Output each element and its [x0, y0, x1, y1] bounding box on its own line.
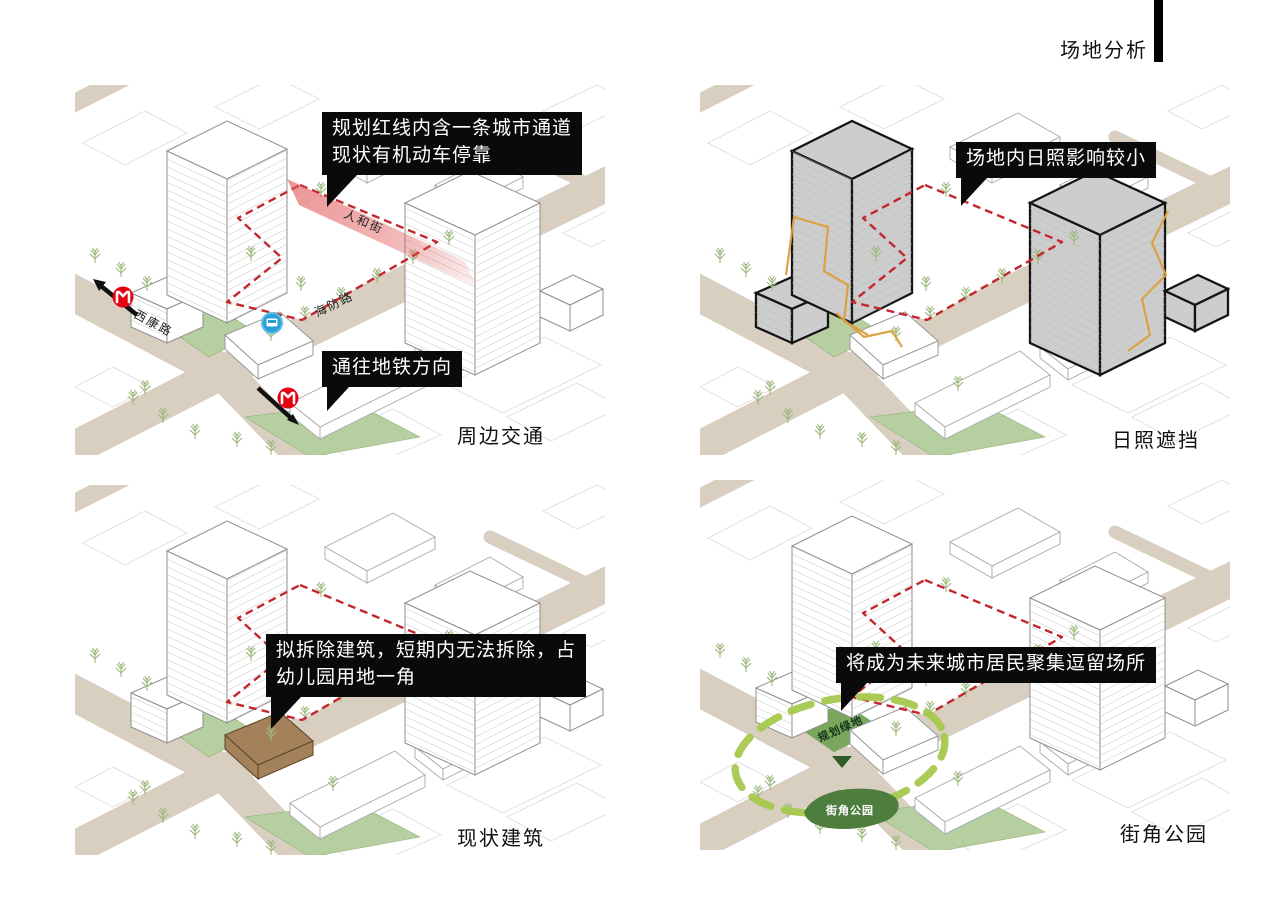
callout-tail: [327, 386, 349, 411]
callout-tail: [327, 174, 357, 207]
arrow-southeast: [256, 386, 299, 425]
callout-line: 现状有机动车停靠: [332, 144, 493, 166]
title-accent-bar: [1154, 0, 1163, 62]
metro-icon: [112, 286, 134, 308]
bus-icon: [261, 312, 283, 334]
callout-demolish: 拟拆除建筑，短期内无法拆除，占 幼儿园用地一角: [266, 634, 587, 729]
caption-park: 街角公园: [1120, 824, 1208, 846]
callout-tail: [271, 696, 301, 729]
panel-sunlight: [700, 85, 1230, 455]
callout-line: 拟拆除建筑，短期内无法拆除，占: [276, 640, 577, 661]
callout-line: 场地内日照影响较小: [966, 148, 1147, 169]
corner-park-label: 街角公园: [825, 803, 874, 817]
page-title: 场地分析: [1060, 40, 1148, 62]
callout-tail: [841, 682, 867, 711]
park-scene-drawing: 规划绿地 街角公园: [700, 480, 1230, 850]
caption-traffic: 周边交通: [457, 426, 545, 448]
callout-urban-channel: 规划红线内含一条城市通道 现状有机动车停靠: [322, 112, 583, 207]
callout-line: 规划红线内含一条城市通道: [332, 118, 573, 139]
callout-sunlight: 场地内日照影响较小: [956, 142, 1157, 206]
caption-existing: 现状建筑: [457, 828, 545, 850]
sun-shadow-traces: [784, 210, 1169, 352]
park-marker-triangle: [832, 756, 852, 768]
corner-park-blob: [804, 788, 899, 829]
callout-gathering-place: 将成为未来城市居民聚集逗留场所: [836, 647, 1157, 711]
metro-icon: [277, 387, 299, 409]
callout-to-metro: 通往地铁方向: [322, 351, 463, 411]
sunlight-scene-drawing: [700, 85, 1230, 455]
caption-sunlight: 日照遮挡: [1112, 430, 1200, 452]
gathering-zone-dashed-ellipse: [731, 693, 949, 817]
callout-line: 幼儿园用地一角: [276, 666, 417, 688]
callout-line: 将成为未来城市居民聚集逗留场所: [846, 653, 1147, 674]
panel-park: 规划绿地 街角公园: [700, 480, 1230, 850]
callout-line: 通往地铁方向: [332, 357, 453, 378]
callout-tail: [961, 177, 987, 206]
